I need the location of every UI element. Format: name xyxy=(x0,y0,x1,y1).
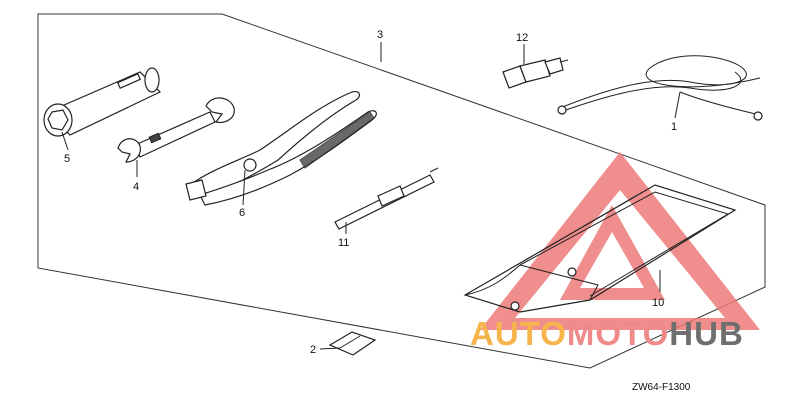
callout-3: 3 xyxy=(377,29,383,41)
callout-1: 1 xyxy=(671,121,677,133)
watermark-moto: MOTO xyxy=(567,315,669,352)
diagram-code: ZW64-F1300 xyxy=(632,382,691,393)
callout-2: 2 xyxy=(310,344,316,356)
spark-plug-part xyxy=(502,57,569,89)
plug-wrench-part xyxy=(43,67,162,137)
watermark-text: AUTOMOTOHUB xyxy=(470,315,744,352)
watermark-hub: HUB xyxy=(669,315,744,352)
open-end-wrench-part xyxy=(117,97,235,163)
callout-10: 10 xyxy=(652,297,664,309)
callout-4: 4 xyxy=(133,181,139,193)
cord-part xyxy=(557,55,763,121)
toolkit-outline xyxy=(37,13,766,369)
callout-11: 11 xyxy=(338,237,349,249)
clip-part xyxy=(328,331,377,356)
watermark-logo-icon xyxy=(480,152,760,330)
screwdriver-part xyxy=(334,167,439,230)
watermark-auto: AUTO xyxy=(470,315,567,352)
callout-5: 5 xyxy=(64,153,70,165)
callout-6: 6 xyxy=(239,207,245,219)
leader-lines xyxy=(61,42,681,350)
tool-bag-part xyxy=(463,184,737,313)
callout-12: 12 xyxy=(516,32,528,44)
